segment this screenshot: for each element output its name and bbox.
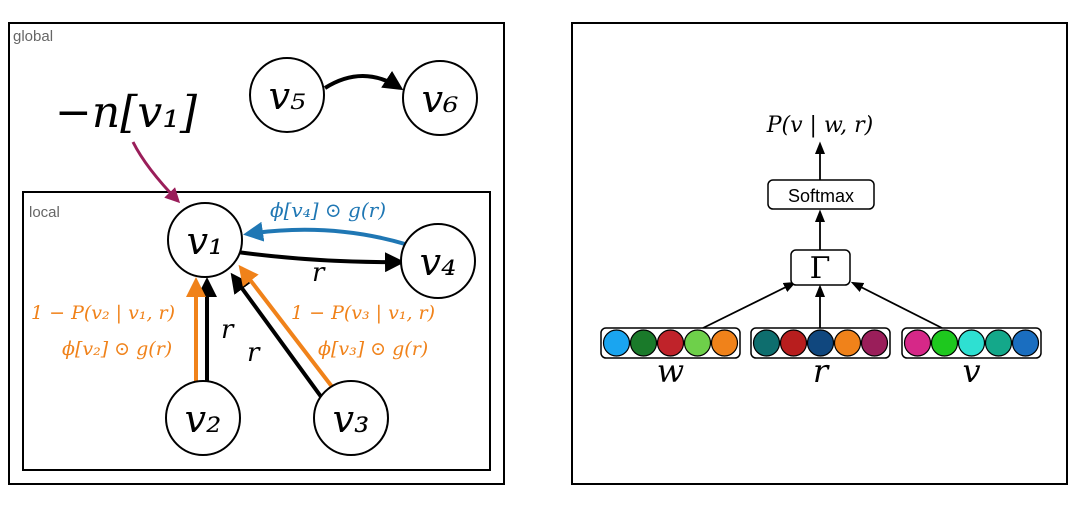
embedding-cell	[984, 329, 1013, 357]
embedding-cell	[1011, 329, 1040, 357]
left-panel: global local −n[v₁] r ϕ[v₄] ⊙ g(r) r 1 −…	[8, 22, 505, 485]
edge-v5-v6	[323, 70, 404, 91]
node-v6-label: v₆	[422, 77, 459, 121]
edge-v2-label-line2: ϕ[v₂] ⊙ g(r)	[62, 338, 172, 360]
edge-v3-label-line1: 1 − P(v₃ | v₁, r)	[291, 302, 435, 324]
embedding-label-v: v	[962, 352, 980, 390]
embedding-cell	[602, 329, 631, 357]
arrow-w-gamma	[702, 281, 797, 329]
local-frame	[22, 191, 491, 471]
edge-v3-v1-orange	[238, 264, 335, 390]
embedding-cell	[903, 329, 932, 357]
embedding-cell	[860, 329, 889, 357]
node-v5: v₅	[249, 57, 325, 133]
softmax-node: Softmax	[767, 179, 875, 210]
edge-v4-v1	[243, 221, 406, 246]
edge-v1-v4-label: r	[312, 258, 326, 288]
negative-sample-arrow	[131, 141, 181, 204]
embedding-cell	[930, 329, 959, 357]
embedding-label-w: w	[657, 352, 684, 390]
embedding-vector-v: v	[901, 327, 1042, 390]
negative-sample-term: −n[v₁]	[55, 87, 198, 138]
embedding-vector-w: w	[600, 327, 741, 390]
embedding-vector-r: r	[750, 327, 891, 390]
embedding-cell	[683, 329, 712, 357]
right-panel: P(v | w, r) Softmax Γ w r v	[571, 22, 1068, 485]
embedding-cell	[629, 329, 658, 357]
global-frame	[8, 22, 505, 485]
node-v4-label: v₄	[420, 240, 457, 284]
embedding-label-r: r	[813, 352, 830, 390]
node-v1-label: v₁	[187, 219, 224, 263]
node-v3-label: v₃	[333, 397, 370, 441]
embedding-cell	[710, 329, 739, 357]
output-probability-label: P(v | w, r)	[766, 113, 874, 138]
gamma-label: Γ	[810, 251, 831, 286]
embedding-cell	[656, 329, 685, 357]
node-v4: v₄	[400, 223, 476, 299]
embedding-cell	[957, 329, 986, 357]
node-v2: v₂	[165, 380, 241, 456]
embedding-cell	[806, 329, 835, 357]
node-v3: v₃	[313, 380, 389, 456]
embedding-cell	[833, 329, 862, 357]
gamma-node: Γ	[790, 249, 851, 286]
edge-v1-v4	[236, 250, 405, 273]
arrow-v-gamma	[850, 281, 943, 329]
local-label: local	[29, 204, 60, 221]
node-v1: v₁	[167, 202, 243, 278]
right-frame	[571, 22, 1068, 485]
edge-v3-v1-label: r	[247, 338, 261, 368]
edge-v3-label-line2: ϕ[v₃] ⊙ g(r)	[318, 338, 428, 360]
global-label: global	[13, 28, 53, 45]
edge-v3-v1	[230, 272, 324, 400]
softmax-label: Softmax	[788, 186, 854, 206]
embedding-cell	[779, 329, 808, 357]
node-v6: v₆	[402, 60, 478, 136]
embedding-cell	[752, 329, 781, 357]
node-v2-label: v₂	[185, 397, 222, 441]
node-v5-label: v₅	[269, 74, 306, 118]
edge-v2-v1-label: r	[221, 315, 235, 345]
edge-v4-v1-label: ϕ[v₄] ⊙ g(r)	[270, 198, 386, 222]
edge-v2-label-line1: 1 − P(v₂ | v₁, r)	[31, 302, 175, 324]
